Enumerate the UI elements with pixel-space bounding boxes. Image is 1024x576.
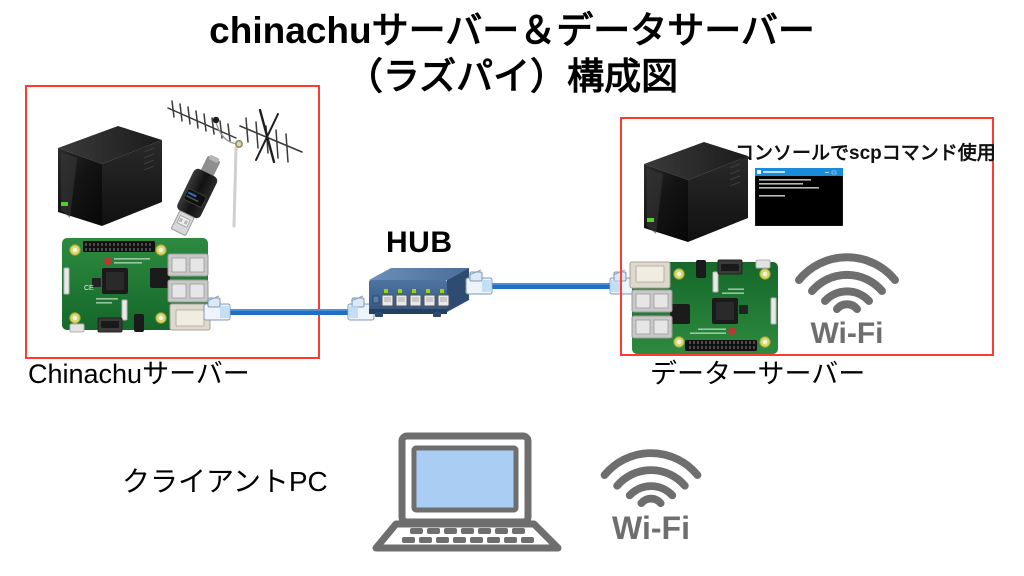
rj45-connector: [465, 269, 493, 295]
group-box-chinachu-server: [25, 85, 320, 359]
wifi-indicator-data-server: Wi-Fi: [786, 252, 908, 351]
ethernet-cable-right: [465, 269, 637, 295]
wifi-icon: [600, 449, 702, 508]
wifi-label: Wi-Fi: [612, 510, 690, 546]
tv-antenna-icon: [167, 100, 303, 228]
caption-chinachu-server: Chinachuサーバー: [28, 359, 250, 389]
console-window[interactable]: [755, 168, 843, 226]
title-line-1: chinachuサーバー＆データサーバー: [209, 10, 815, 51]
svg-text:CE: CE: [84, 285, 94, 292]
wifi-label: Wi-Fi: [810, 317, 884, 350]
external-hdd-icon: [58, 126, 162, 226]
network-hub-icon: [369, 268, 469, 317]
raspberry-pi-icon: CE: [62, 238, 211, 333]
caption-client-pc: クライアントPC: [122, 466, 328, 497]
raspberry-pi-icon: [629, 259, 778, 354]
rj45-connector: [347, 295, 375, 321]
wifi-icon: [795, 253, 899, 313]
usb-tv-tuner-icon: [171, 154, 220, 236]
group-box-data-server: [620, 117, 994, 356]
title-line-2: （ラズパイ）構成図: [345, 56, 679, 97]
rj45-connector: [203, 295, 231, 321]
caption-data-server: データーサーバー: [650, 359, 866, 389]
wifi-indicator-client: Wi-Fi: [592, 448, 710, 545]
external-hdd-icon: [644, 142, 748, 242]
ethernet-cable-left: [203, 295, 375, 321]
hub-label: HUB: [386, 226, 453, 259]
page-title: chinachuサーバー＆データサーバー （ラズパイ）構成図: [0, 8, 1024, 100]
console-note-label: コンソールでscpコマンド使用: [735, 143, 996, 164]
laptop-icon: [372, 432, 562, 552]
